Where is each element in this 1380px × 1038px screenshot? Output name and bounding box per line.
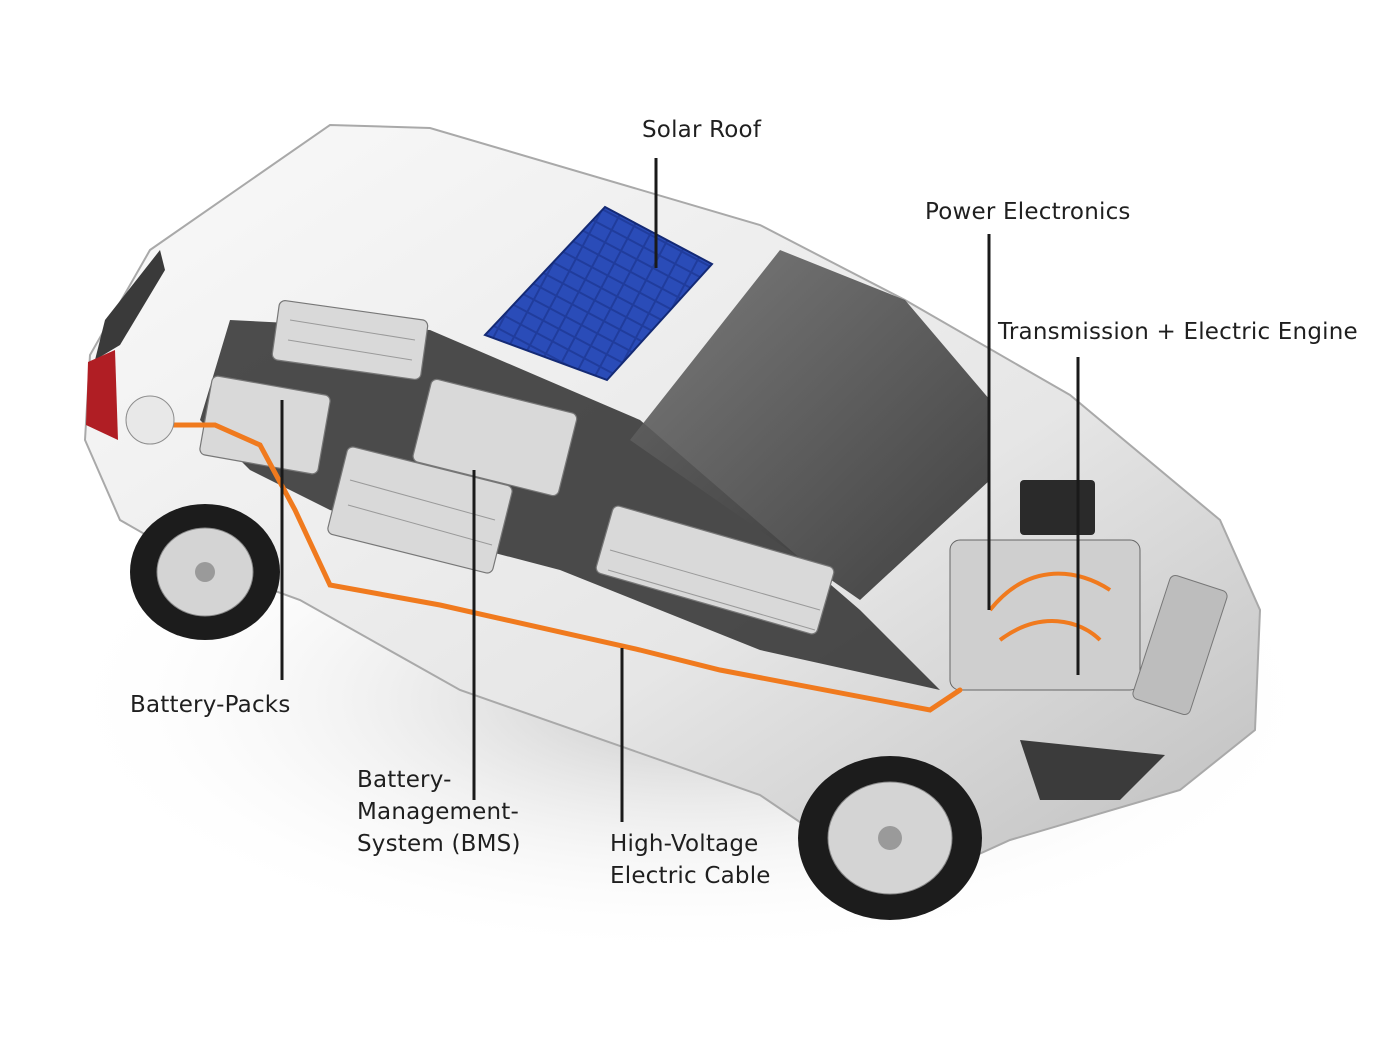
- battery-cells: [287, 319, 821, 631]
- charging-port: [125, 395, 175, 445]
- label-high-voltage-cable: High-Voltage Electric Cable: [610, 828, 771, 892]
- label-solar-roof: Solar Roof: [642, 114, 761, 146]
- tail-light: [86, 350, 118, 440]
- rear-window: [95, 250, 165, 360]
- label-cable-line-2: Electric Cable: [610, 863, 771, 889]
- label-bms-line-3: System (BMS): [357, 831, 521, 857]
- headlight: [1020, 740, 1165, 800]
- label-battery-packs: Battery-Packs: [130, 689, 291, 721]
- label-transmission: Transmission + Electric Engine: [998, 316, 1358, 348]
- label-solar-roof-text: Solar Roof: [642, 117, 762, 143]
- label-bms-line-2: Management-: [357, 799, 520, 825]
- label-cable-line-1: High-Voltage: [610, 831, 759, 857]
- leader-lines: [280, 158, 1080, 822]
- rear-wheel: [130, 504, 280, 640]
- label-transmission-text: Transmission + Electric Engine: [998, 319, 1358, 345]
- label-power-electronics: Power Electronics: [925, 196, 1131, 228]
- windshield: [630, 250, 990, 600]
- label-power-electronics-text: Power Electronics: [925, 199, 1131, 225]
- high-voltage-cable: [157, 422, 963, 713]
- label-bms-line-1: Battery-: [357, 767, 452, 793]
- front-wheel: [798, 756, 982, 920]
- label-battery-packs-text: Battery-Packs: [130, 692, 291, 718]
- battery-modules: [199, 300, 835, 635]
- label-bms: Battery- Management- System (BMS): [357, 764, 521, 860]
- engine-bay: [949, 480, 1228, 716]
